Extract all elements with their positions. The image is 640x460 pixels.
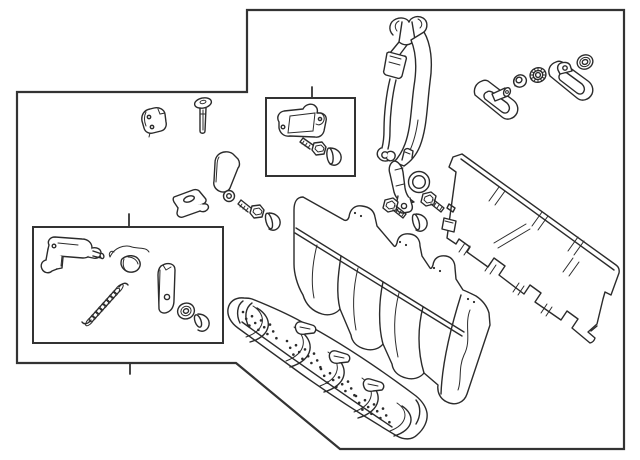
bolt-left [237,199,265,219]
bolt-center-right [420,191,445,213]
seat-cushion [227,297,428,440]
perforation-dots [241,310,391,424]
latch-handle [40,236,105,274]
detail-box-lower [32,226,224,344]
bolt-upper-box [299,137,327,156]
flange-nut [529,67,547,83]
seat-back-cushion [293,196,491,405]
grommet-washer-lower [176,302,196,320]
clip-bracket [172,188,210,218]
nut-serration [529,67,547,83]
lever-plate [157,262,176,314]
bolt-center-left [382,197,407,219]
trim-cap-lower [193,313,210,332]
seat-back-panel [441,153,620,344]
hinge-pin [193,97,213,134]
tension-spring [81,282,129,327]
belt-end-clamp [376,147,396,162]
detail-box-upper [265,97,356,177]
seat-belt-assembly [376,15,433,214]
anchor-grommet [576,54,594,70]
spacer-washer [512,74,528,88]
trim-cap-center [411,213,428,232]
callout-ticks [128,86,313,375]
belt-guide-bracket [277,103,327,138]
belt-guide-paddle [213,151,241,203]
trim-cap-left [264,212,281,231]
belt-anchor-right [548,60,594,101]
belt-anchor-left [473,79,519,120]
cover-bracket [141,107,167,138]
trim-cap-upper-box [326,147,342,166]
belt-buckle-adjuster [382,51,408,80]
stitch-dots [353,211,476,304]
release-knob [108,245,150,273]
